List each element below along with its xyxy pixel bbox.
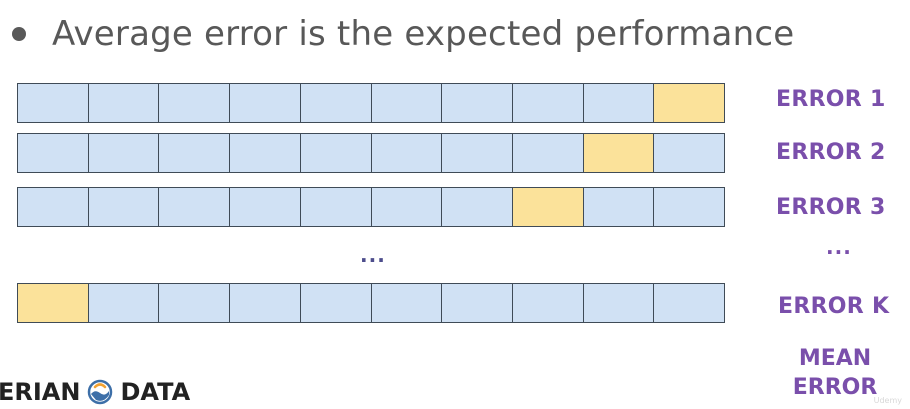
- right-ellipsis: ...: [826, 235, 852, 259]
- train-fold-cell: [442, 284, 513, 322]
- train-fold-cell: [300, 84, 372, 122]
- mean-error-label: MEAN ERROR: [780, 344, 890, 402]
- middle-ellipsis: ...: [360, 243, 386, 267]
- logo-text-right: DATA: [120, 378, 191, 406]
- train-fold-cell: [88, 284, 160, 322]
- train-fold-cell: [371, 188, 443, 226]
- train-fold-cell: [159, 188, 231, 226]
- train-fold-cell: [230, 84, 301, 122]
- fold-row-3: [17, 187, 725, 227]
- train-fold-cell: [300, 284, 372, 322]
- row-label-error-1: ERROR 1: [776, 87, 886, 112]
- train-fold-cell: [442, 188, 513, 226]
- train-fold-cell: [512, 134, 584, 172]
- slide-heading: Average error is the expected performanc…: [52, 14, 795, 54]
- train-fold-cell: [159, 84, 231, 122]
- fold-row-2: [17, 133, 725, 173]
- train-fold-cell: [371, 134, 443, 172]
- logo-text-left: ERIAN: [0, 378, 81, 406]
- train-fold-cell: [230, 284, 301, 322]
- train-fold-cell: [300, 134, 372, 172]
- train-fold-cell: [583, 188, 655, 226]
- train-fold-cell: [371, 84, 443, 122]
- train-fold-cell: [512, 284, 584, 322]
- fold-row-1: [17, 83, 725, 123]
- train-fold-cell: [654, 134, 725, 172]
- train-fold-cell: [654, 284, 725, 322]
- test-fold-cell: [654, 84, 725, 122]
- bullet-dot-icon: [12, 27, 26, 41]
- row-label-error-k: ERROR K: [778, 294, 890, 319]
- test-fold-cell: [18, 284, 89, 322]
- train-fold-cell: [442, 134, 513, 172]
- test-fold-cell: [583, 134, 655, 172]
- train-fold-cell: [583, 284, 655, 322]
- watermark: Udemy: [873, 396, 902, 405]
- train-fold-cell: [159, 134, 231, 172]
- train-fold-cell: [371, 284, 443, 322]
- train-fold-cell: [88, 188, 160, 226]
- train-fold-cell: [654, 188, 725, 226]
- train-fold-cell: [88, 134, 160, 172]
- train-fold-cell: [18, 84, 89, 122]
- test-fold-cell: [512, 188, 584, 226]
- row-label-error-2: ERROR 2: [776, 140, 886, 165]
- train-fold-cell: [300, 188, 372, 226]
- train-fold-cell: [88, 84, 160, 122]
- train-fold-cell: [442, 84, 513, 122]
- bullet-point: Average error is the expected performanc…: [10, 10, 794, 58]
- train-fold-cell: [18, 188, 89, 226]
- train-fold-cell: [230, 188, 301, 226]
- mean-error-line-2: ERROR: [792, 375, 878, 400]
- train-fold-cell: [583, 84, 655, 122]
- logo-wave-icon: [88, 379, 113, 405]
- train-fold-cell: [512, 84, 584, 122]
- mean-error-line-1: MEAN: [798, 346, 872, 371]
- logo: ERIAN DATA: [0, 378, 190, 406]
- row-label-error-3: ERROR 3: [776, 195, 886, 220]
- train-fold-cell: [18, 134, 89, 172]
- train-fold-cell: [230, 134, 301, 172]
- fold-row-k: [17, 283, 725, 323]
- train-fold-cell: [159, 284, 231, 322]
